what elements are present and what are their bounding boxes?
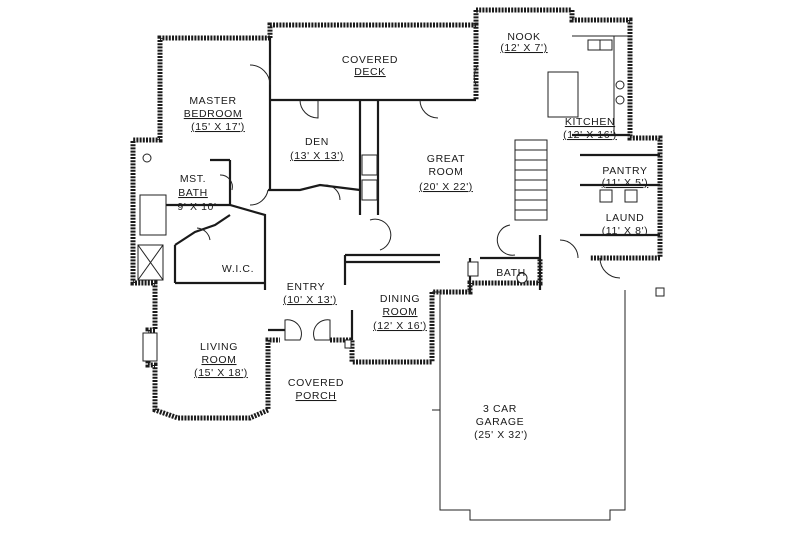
dining-room-name-2: ROOM <box>382 306 417 318</box>
room-labels: NOOK (12' X 7') COVERED DECK MASTER BEDR… <box>177 31 649 441</box>
dining-room-name-1: DINING <box>380 293 420 305</box>
living-room-size: (15' X 18') <box>194 367 248 379</box>
wic-name: W.I.C. <box>222 263 254 275</box>
fireplace <box>142 332 158 362</box>
garage-name-2: GARAGE <box>476 416 525 428</box>
nook-size: (12' X 7') <box>500 42 547 54</box>
doors <box>196 64 621 341</box>
master-bedroom-name-2: BEDROOM <box>184 108 242 120</box>
kitchen-size: (12' X 16') <box>563 129 617 141</box>
covered-porch-name-1: COVERED <box>288 377 344 389</box>
den-name: DEN <box>305 136 329 148</box>
kitchen-name: KITCHEN <box>565 116 615 128</box>
mst-bath-name-1: MST. <box>180 173 206 185</box>
pantry-size: (11' X 5') <box>602 177 649 189</box>
covered-porch-name-2: PORCH <box>296 390 337 402</box>
entry-size: (10' X 13') <box>283 294 337 306</box>
covered-deck-name-2: DECK <box>354 66 386 78</box>
kitchen-island <box>547 71 579 118</box>
den-size: (13' X 13') <box>290 150 344 162</box>
garage-size: (25' X 32') <box>474 429 528 441</box>
laund-size: (11' X 8') <box>602 225 649 237</box>
laund-name: LAUND <box>606 212 645 224</box>
nook-name: NOOK <box>507 31 540 43</box>
mst-bath-size: 9' X 10' <box>177 201 216 213</box>
covered-deck-name-1: COVERED <box>342 54 398 66</box>
master-bedroom-name-1: MASTER <box>189 95 236 107</box>
dining-room-size: (12' X 16') <box>373 320 427 332</box>
living-room-name-1: LIVING <box>200 341 238 353</box>
garage-name-1: 3 CAR <box>483 403 517 415</box>
entry-name: ENTRY <box>287 281 325 293</box>
exterior-walls <box>130 7 663 521</box>
great-room-size: (20' X 22') <box>419 181 473 193</box>
bath-name: BATH <box>496 267 526 279</box>
living-room-name-2: ROOM <box>201 354 236 366</box>
great-room-name-1: GREAT <box>427 153 465 165</box>
fixtures <box>137 35 665 362</box>
great-room-name-2: ROOM <box>428 166 463 178</box>
mst-bath-name-2: BATH <box>178 187 208 199</box>
pantry-name: PANTRY <box>602 165 647 177</box>
master-bedroom-size: (15' X 17') <box>191 121 245 133</box>
